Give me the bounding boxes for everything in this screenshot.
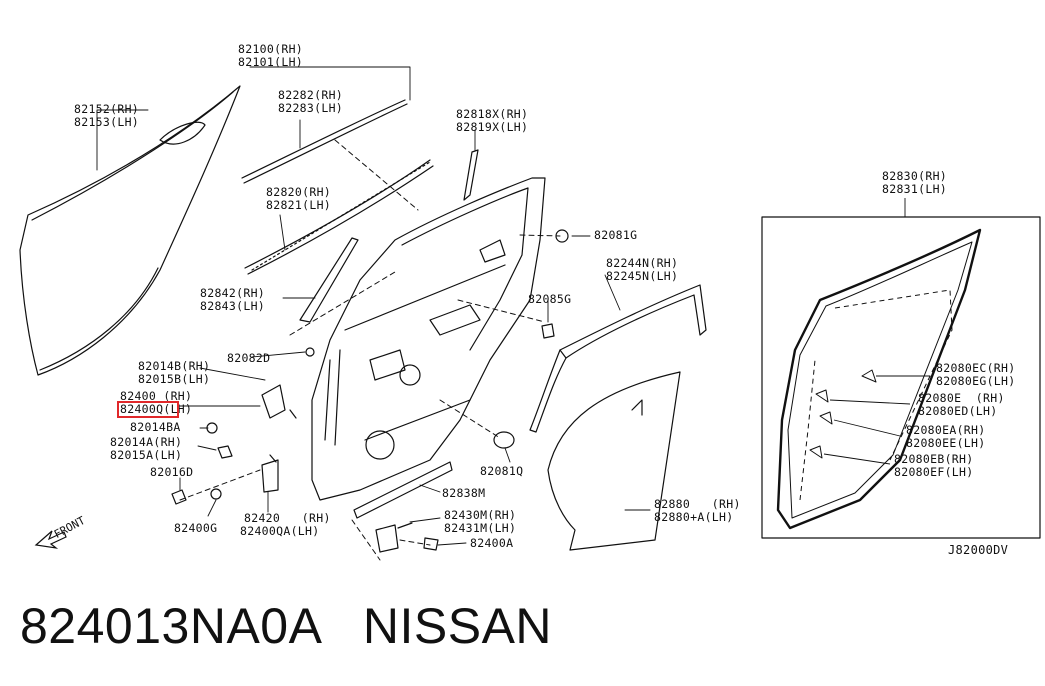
clip-82080eb [809,445,823,459]
lower-hinge [261,454,279,493]
label-82431m: 82431M(LH) [444,521,517,535]
front-arrow-icon [34,530,67,549]
label-82080e: 82080E (RH) [918,391,1005,405]
inner-belt-weatherstrip [244,159,434,275]
label-82080ea: 82080EA(RH) [906,423,986,437]
label-82843: 82843(LH) [200,299,266,313]
door-glass [547,371,681,551]
diagram-code: J82000DV [948,543,1009,557]
label-82015b: 82015B(LH) [138,372,211,386]
label-82080ef: 82080EF(LH) [894,465,974,479]
glass-run [529,284,707,433]
label-82818x: 82818X(RH) [456,107,529,121]
door-inner-frame [311,177,546,501]
bolt-82400g [210,488,222,500]
clip-82082d [305,347,315,357]
label-82081g: 82081G [594,228,638,242]
label-82282: 82282(RH) [278,88,344,102]
body-side-weatherstrip [776,228,982,530]
bolt-82014a [217,445,233,459]
regulator-motor [375,522,413,553]
regulator-strip [353,461,453,519]
label-82880: 82880 (RH) [654,497,741,511]
label-82830: 82830(RH) [882,169,948,183]
label-82080ee: 82080EE(LH) [906,436,986,450]
label-82081q: 82081Q [480,464,524,478]
part-number-caption: 824013NA0A NISSAN [20,598,553,654]
label-82014b: 82014B(RH) [138,359,211,373]
bolt-82400a [423,537,439,551]
label-82080eg: 82080EG(LH) [936,374,1016,388]
label-82244n: 82244N(RH) [606,256,679,270]
label-82014a: 82014A(RH) [110,435,183,449]
bolt-82014ba [206,422,218,434]
label-82080ed: 82080ED(LH) [918,404,998,418]
bolt-82016d [171,489,187,505]
label-82400a: 82400A [470,536,514,550]
label-82400q: 82400Q(LH) [120,402,193,416]
label-82015a: 82015A(LH) [110,448,183,462]
label-82101: 82101(LH) [238,55,304,69]
label-82842: 82842(RH) [200,286,266,300]
label-82080ec: 82080EC(RH) [936,361,1016,375]
weatherstrip-inset-box [761,216,1041,539]
label-82152: 82152(RH) [74,102,140,116]
label-82820: 82820(RH) [266,185,332,199]
label-82014ba: 82014BA [130,420,181,434]
clip-82080ea [819,411,833,425]
door-parts-diagram [19,66,1041,561]
upper-hinge [261,384,297,419]
label-82400g: 82400G [174,521,218,535]
outer-belt-moulding [241,99,408,184]
label-82821: 82821(LH) [266,198,332,212]
label-82400qa: 82400QA(LH) [240,524,320,538]
label-82283: 82283(LH) [278,101,344,115]
label-82400: 82400 (RH) [120,389,193,403]
plug-82081q [493,431,515,449]
label-82430m: 82430M(RH) [444,508,517,522]
label-82819x: 82819X(LH) [456,120,529,134]
label-82838m: 82838M [442,486,486,500]
fastener-82085g [541,323,555,339]
corner-sash [463,149,479,201]
clip-82080ec [861,369,877,383]
label-82880a: 82880+A(LH) [654,510,734,524]
label-82153: 82153(LH) [74,115,140,129]
label-82100: 82100(RH) [238,42,304,56]
label-82080eb: 82080EB(RH) [894,452,974,466]
outer-door-panel [19,85,241,376]
clip-82080e [815,389,829,403]
label-82085g: 82085G [528,292,572,306]
highlight-82400q [117,401,179,418]
label-82420: 82420 (RH) [244,511,331,525]
label-82016d: 82016D [150,465,194,479]
sash-trim [299,237,359,323]
label-82831: 82831(LH) [882,182,948,196]
label-82082d: 82082D [227,351,271,365]
label-82245n: 82245N(LH) [606,269,679,283]
